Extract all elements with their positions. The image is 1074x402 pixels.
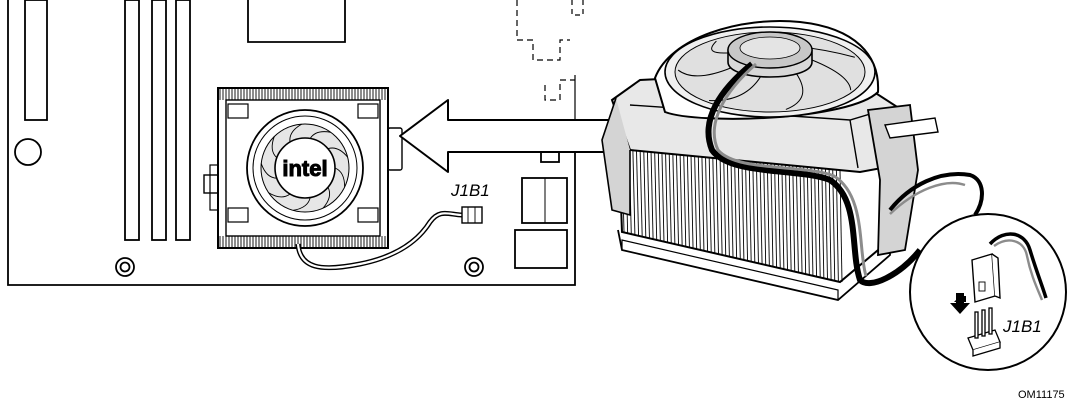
motherboard <box>7 0 584 286</box>
connector-header-icon <box>967 307 1001 357</box>
cable-plug-icon <box>971 253 1001 303</box>
connector-inset: J1B1 <box>909 213 1067 371</box>
mounting-hole <box>115 257 135 277</box>
fan-heatsink-unit <box>601 20 939 301</box>
j1b1-label-inset: J1B1 <box>1002 317 1042 336</box>
connector-header-icon <box>461 206 483 224</box>
fan-cable-board <box>295 210 463 271</box>
figure-id: OM11175 <box>1018 389 1065 401</box>
j1b1-label-board: J1B1 <box>450 181 490 200</box>
fan-heatsink-icon: intel <box>246 109 364 227</box>
cpu-logo: intel <box>282 156 327 181</box>
installed-heatsink: intel <box>203 87 403 249</box>
mounting-hole <box>464 257 484 277</box>
fan-cable <box>705 61 984 287</box>
arrow-down-icon <box>950 293 970 314</box>
